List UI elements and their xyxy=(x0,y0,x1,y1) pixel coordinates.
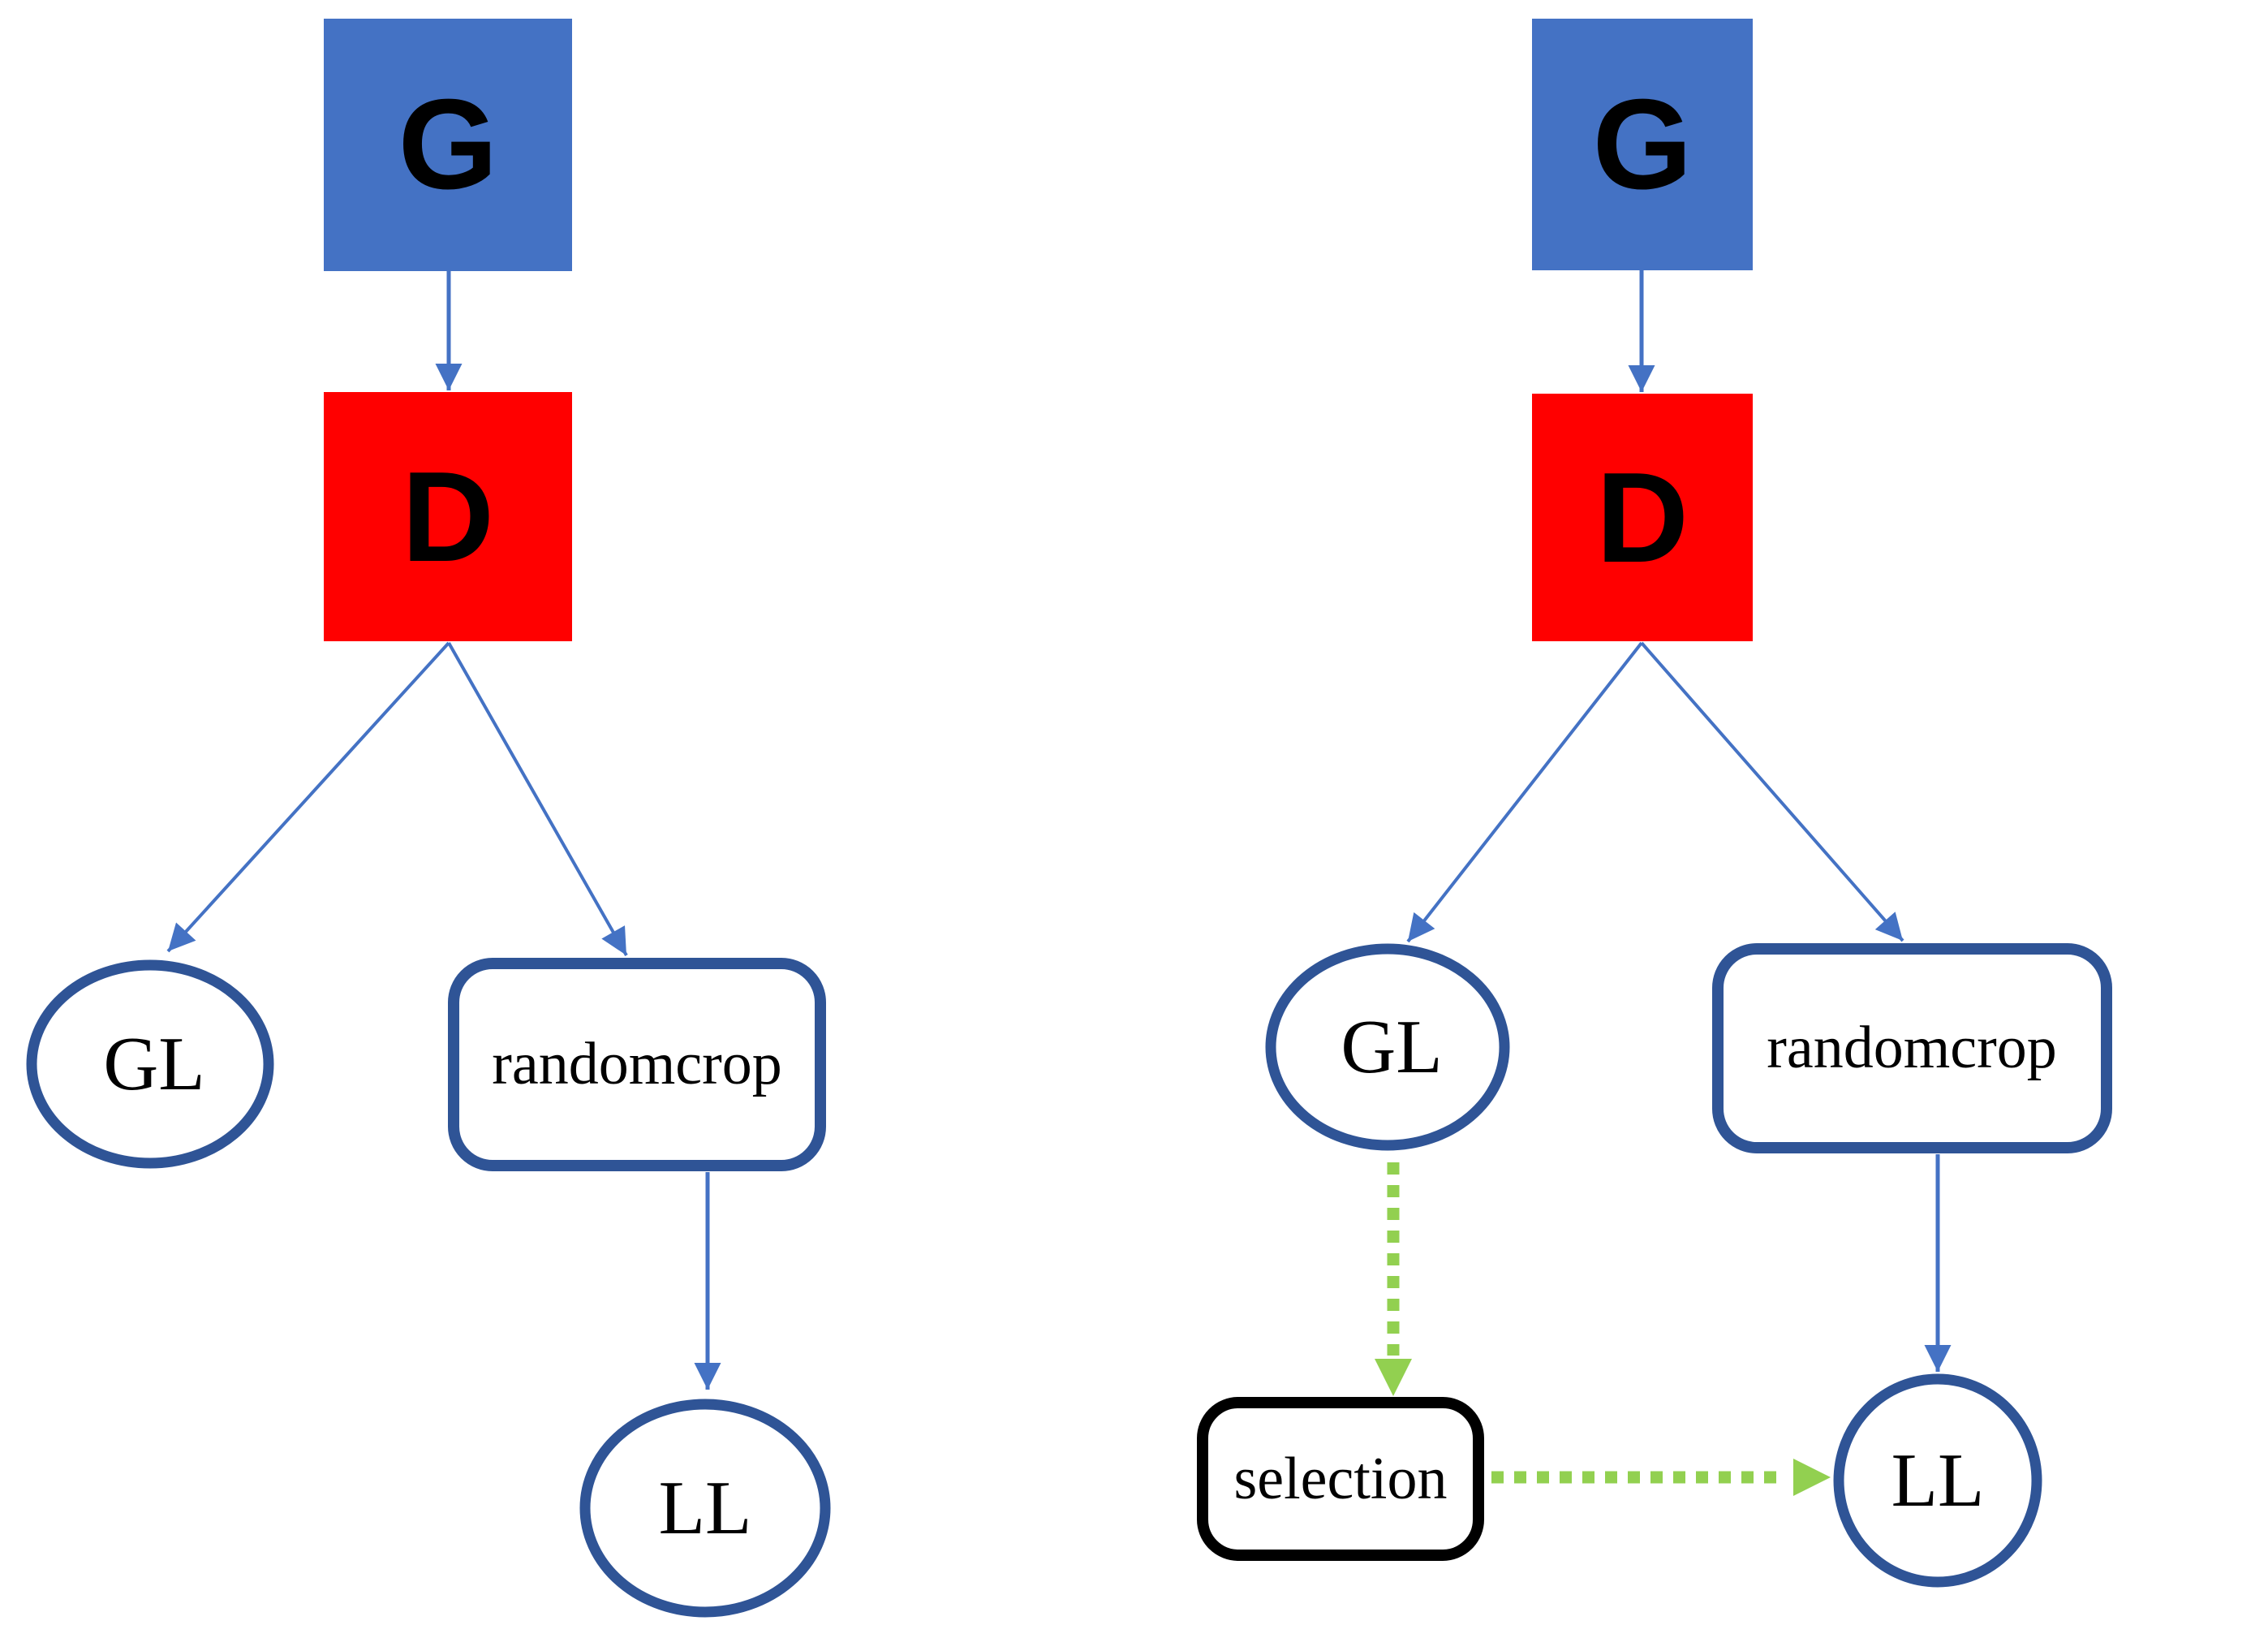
left-randomcrop-box xyxy=(448,958,826,1171)
left-gl-node xyxy=(26,959,274,1169)
right-d-to-gl-arrow xyxy=(1406,641,1643,943)
left-generator-label: G xyxy=(398,73,498,216)
right-gl-label: GL xyxy=(1341,1005,1442,1089)
left-gl-label: GL xyxy=(103,1022,204,1106)
right-randomcrop-label: randomcrop xyxy=(1767,1015,2057,1081)
right-ll-node xyxy=(1833,1373,2042,1588)
right-selection-box xyxy=(1197,1397,1484,1561)
right-gl-node xyxy=(1265,943,1510,1151)
left-ll-node xyxy=(579,1399,831,1618)
left-discriminator-label: D xyxy=(402,446,494,588)
left-discriminator-square xyxy=(324,392,572,641)
left-d-to-gl-arrow xyxy=(166,641,450,953)
right-generator-label: G xyxy=(1593,73,1693,216)
right-randomcrop-box xyxy=(1712,943,2112,1153)
left-d-to-randomcrop-arrow xyxy=(447,642,628,956)
right-generator-square xyxy=(1532,19,1753,270)
left-randomcrop-label: randomcrop xyxy=(492,1031,782,1097)
right-d-to-randomcrop-arrow xyxy=(1640,641,1904,942)
left-ll-label: LL xyxy=(659,1466,752,1550)
right-selection-label: selection xyxy=(1233,1446,1447,1512)
left-generator-square xyxy=(324,19,572,271)
right-discriminator-label: D xyxy=(1596,446,1689,589)
right-discriminator-square xyxy=(1532,394,1753,641)
right-ll-label: LL xyxy=(1891,1438,1985,1523)
